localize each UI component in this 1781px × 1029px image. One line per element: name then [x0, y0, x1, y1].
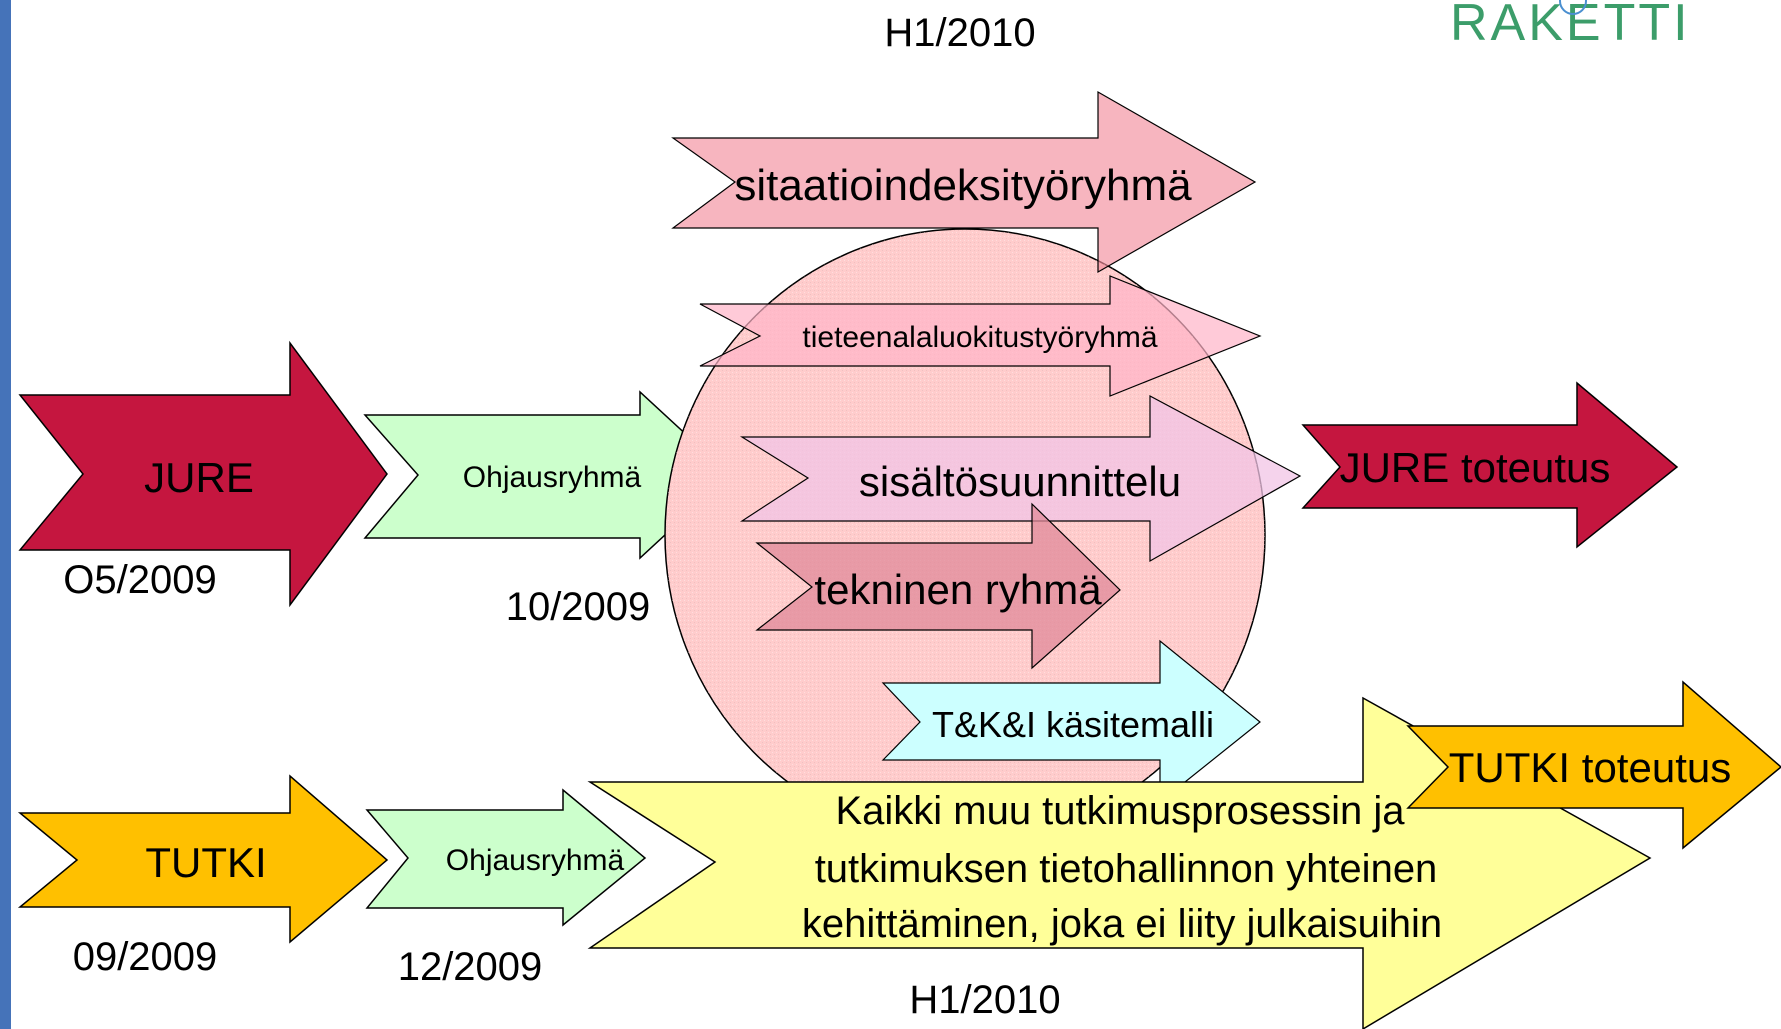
tutki-toteutus-arrow [1406, 680, 1781, 850]
tutki-arrow [17, 774, 389, 944]
jure-toteutus-label: JURE toteutus [1340, 444, 1611, 491]
kaikki-muu-line-2: tutkimuksen tietohallinnon yhteinen [815, 847, 1438, 891]
jure-label: JURE [144, 454, 254, 501]
sisalto-label: sisältösuunnittelu [859, 458, 1181, 505]
left-accent-bar [0, 0, 11, 1029]
tutki-ohjaus-date: 12/2009 [398, 945, 543, 989]
tutki-ohjausryhma-label: Ohjausryhmä [446, 844, 625, 877]
raketti-logo: RAKETTI [1450, 0, 1691, 52]
tutki-toteutus-label: TUTKI toteutus [1449, 744, 1731, 791]
kaikki-muu-line-1: Kaikki muu tutkimusprosessin ja [835, 789, 1405, 833]
jure-arrow [18, 340, 388, 608]
logo-ring-icon [1559, 0, 1587, 15]
tutki-ohjausryhma-arrow [365, 788, 647, 927]
jure-ohjausryhma-arrow [363, 390, 732, 560]
tekninen-arrow [755, 502, 1121, 670]
tieteenala-label: tieteenalaluokitustyöryhmä [802, 321, 1158, 354]
jure-start-date: O5/2009 [63, 558, 216, 602]
tutki-label: TUTKI [145, 839, 266, 886]
tekninen-label: tekninen ryhmä [814, 566, 1102, 613]
jure-ohjausryhma-label: Ohjausryhmä [463, 461, 642, 494]
kaikki-muu-line-3: kehittäminen, joka ei liity julkaisuihin [802, 902, 1442, 946]
jure-toteutus-arrow [1301, 381, 1679, 549]
logo-text: RAKETTI [1450, 0, 1691, 52]
tieteenala-arrow [699, 275, 1262, 397]
tk-kasitemalli-label: T&K&I käsitemalli [932, 704, 1214, 745]
sitaatio-arrow [671, 90, 1257, 274]
jure-ohjaus-date: 10/2009 [506, 585, 651, 629]
sitaatio-label: sitaatioindeksityöryhmä [734, 161, 1192, 210]
kaikki-muu-arrow [587, 696, 1652, 1029]
tutki-start-date: 09/2009 [73, 935, 218, 979]
top-date-label: H1/2010 [884, 11, 1035, 55]
bottom-date-label: H1/2010 [909, 978, 1060, 1022]
sisalto-arrow [739, 395, 1302, 563]
